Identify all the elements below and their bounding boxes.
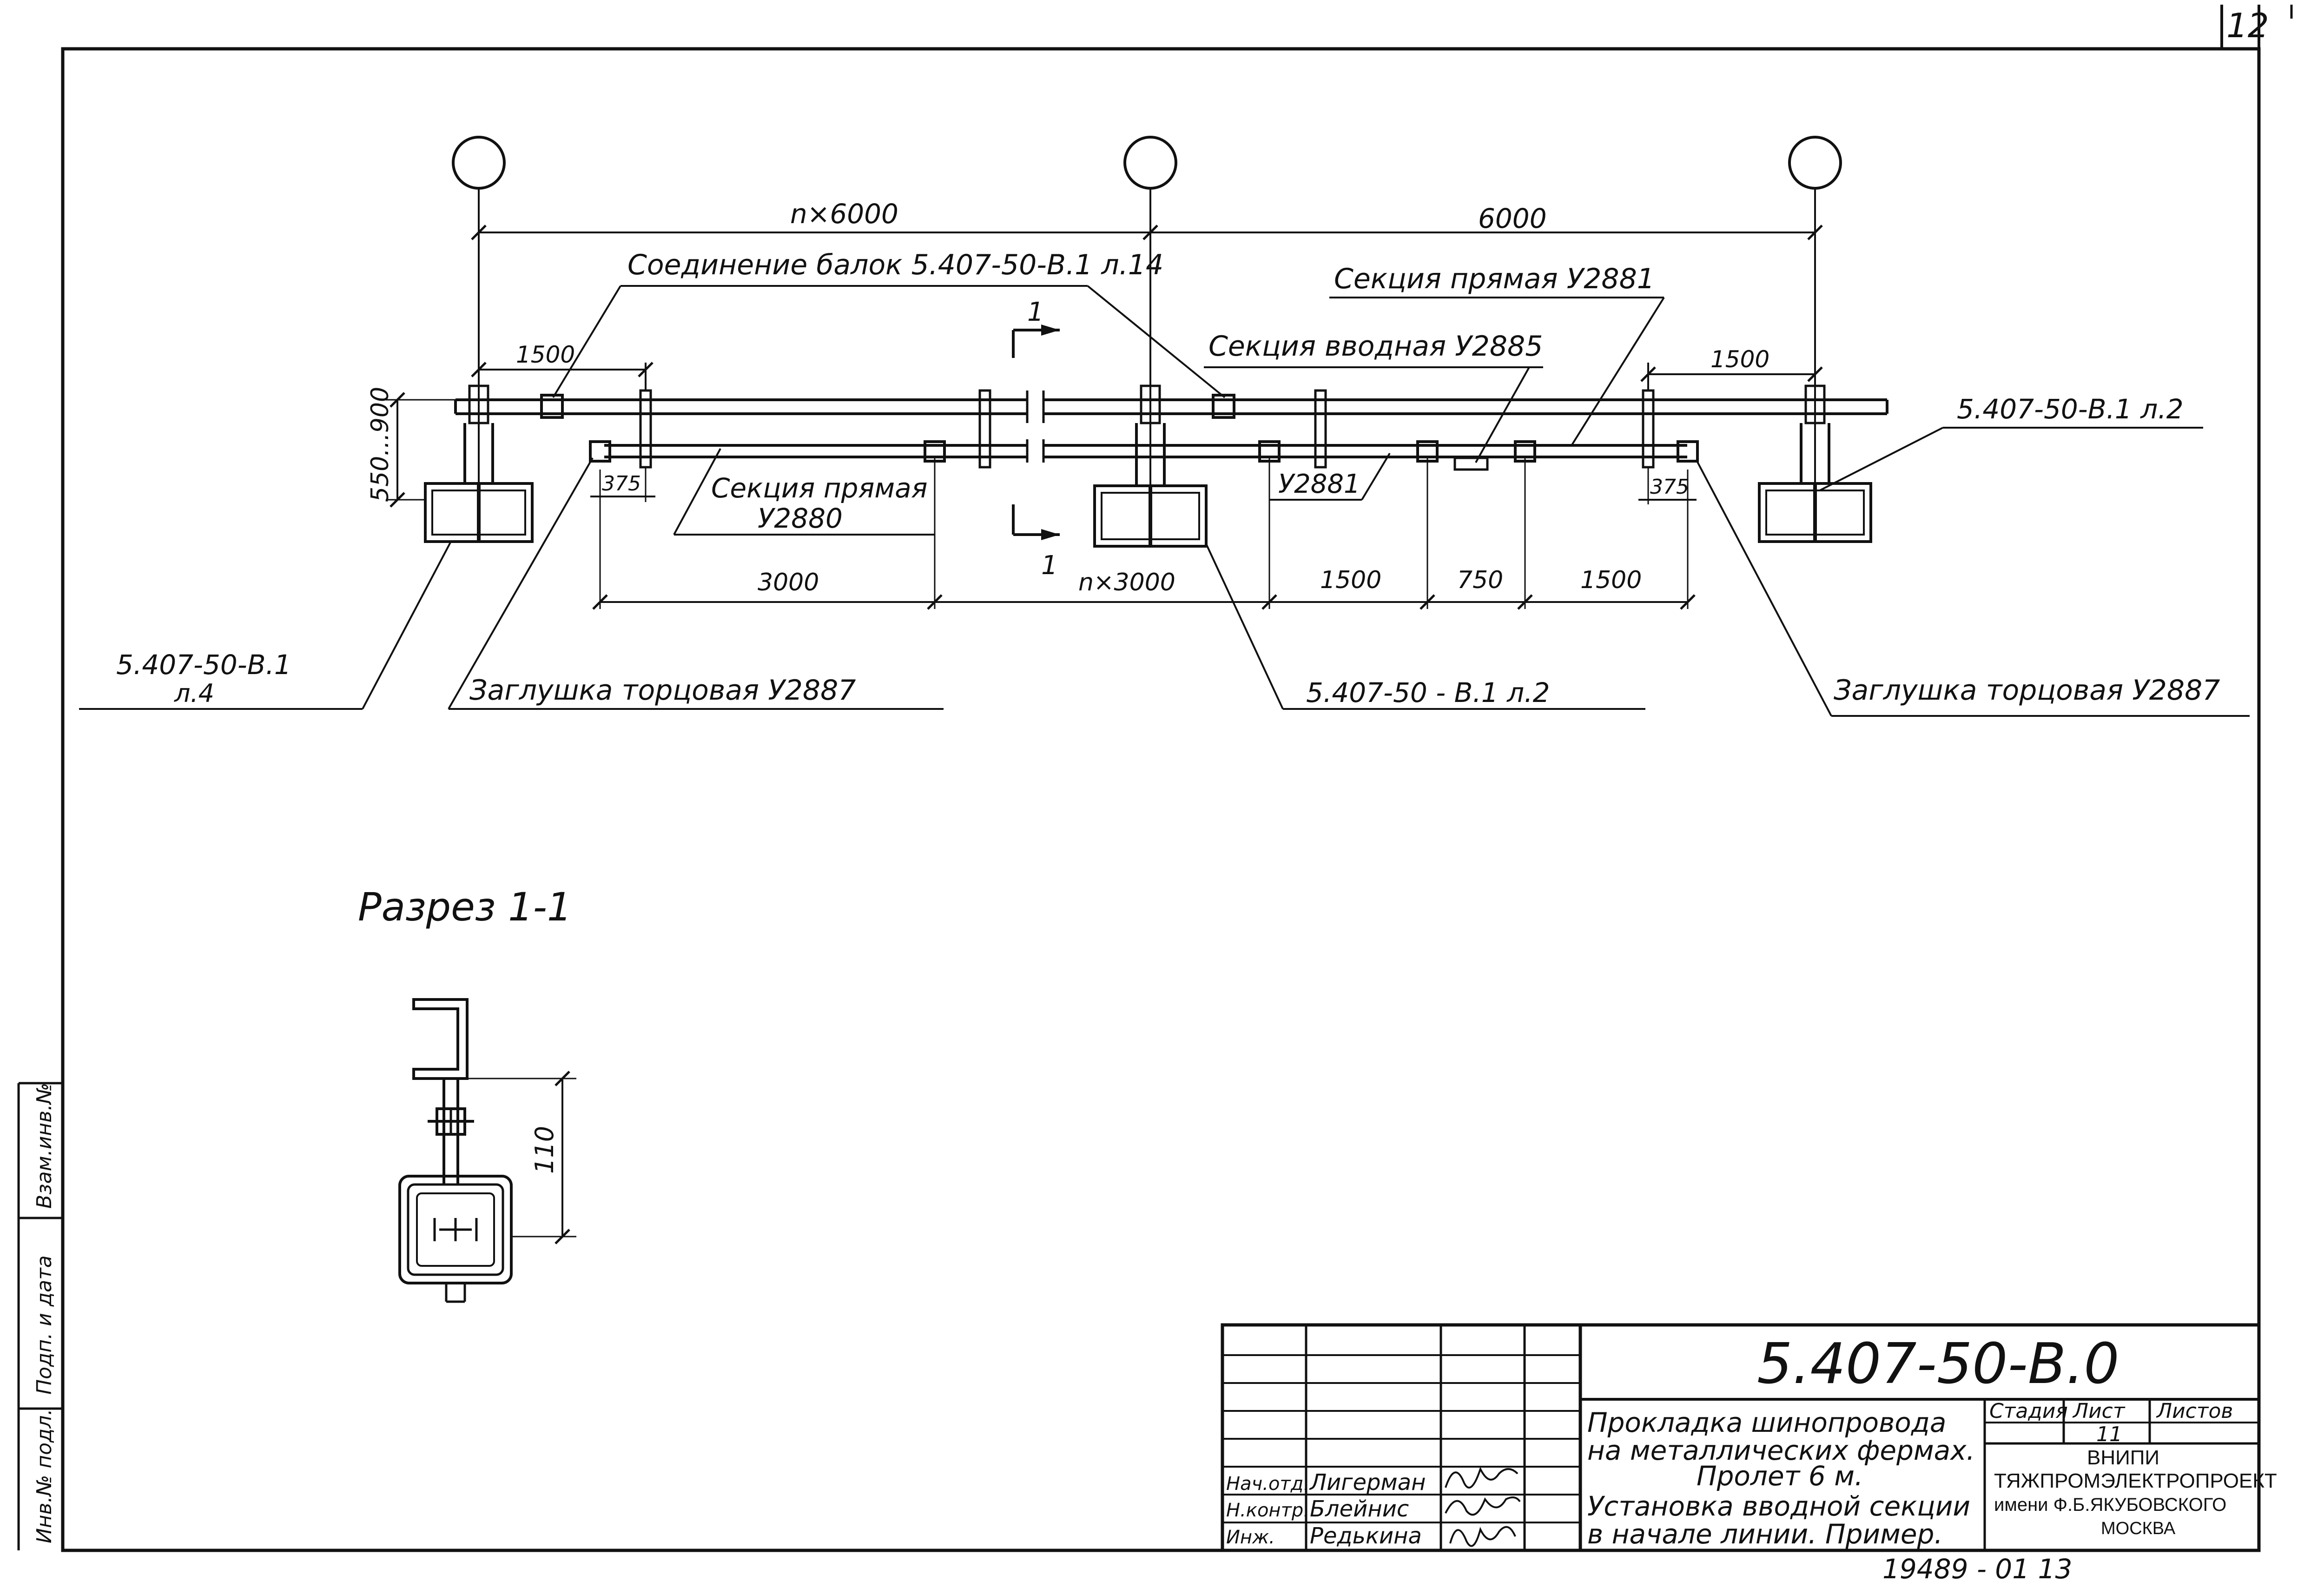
role-1: Нач.отд. xyxy=(1226,1473,1309,1495)
footer-code: 19489 - 01 13 xyxy=(1882,1553,2072,1585)
dim-1500-top: 1500 1500 xyxy=(471,341,1823,382)
label-ref-left-2: л.4 xyxy=(174,679,214,708)
truss-supports xyxy=(424,384,1872,548)
col-sheet: Лист xyxy=(2072,1399,2126,1423)
label-beam-joint: Соединение балок 5.407-50-В.1 л.14 xyxy=(627,249,1163,281)
corner-sheet-number: 12 xyxy=(2226,6,2269,45)
name-3: Редькина xyxy=(1310,1523,1422,1549)
label-end-cap-left: Заглушка торцовая У2887 xyxy=(469,674,856,707)
sheet-frame: 12 xyxy=(61,5,2293,1552)
org-line-3: имени Ф.Б.ЯКУБОВСКОГО xyxy=(1994,1495,2226,1515)
cut-number-top: 1 xyxy=(1027,297,1044,327)
org-line-2: ТЯЖПРОМЭЛЕКТРОПРОЕКТ xyxy=(1994,1469,2277,1492)
label-ref-right-top: 5.407-50-В.1 л.2 xyxy=(1957,393,2184,425)
dim-750: 750 xyxy=(1457,566,1503,594)
side-stamp-1: Инв.№ подл. xyxy=(33,1409,56,1543)
section-cut-markers: 1 1 xyxy=(1012,297,1060,581)
bottom-dimension: 3000 n×3000 1500 750 1500 xyxy=(592,458,1696,610)
section-view: Разрез 1-1 110 xyxy=(358,884,576,1303)
support-beam xyxy=(454,390,1888,423)
label-ref-left-1: 5.407-50-В.1 xyxy=(116,649,291,681)
callout-labels: Соединение балок 5.407-50-В.1 л.14 Секци… xyxy=(116,249,2220,708)
axis-markers xyxy=(452,136,1842,544)
dim-375-right: 375 xyxy=(1650,475,1689,499)
signature-3 xyxy=(1449,1526,1516,1547)
dim-550-900: 550...900 xyxy=(366,387,465,508)
cut-number-bottom: 1 xyxy=(1041,550,1058,581)
side-stamp-3: Взам.инв.№ xyxy=(33,1083,56,1209)
dim-375-left: 375 xyxy=(602,472,641,496)
dim-1500-right: 1500 xyxy=(1710,346,1769,373)
name-1: Лигерман xyxy=(1309,1469,1426,1496)
section-title: Разрез 1-1 xyxy=(358,884,572,930)
title-block: 5.407-50-В.0 Прокладка шинопровода на ме… xyxy=(1221,1323,2277,1552)
dim-1500-left: 1500 xyxy=(516,341,575,368)
role-2: Н.контр. xyxy=(1226,1500,1309,1521)
name-2: Блейнис xyxy=(1310,1496,1409,1522)
doc-code: 5.407-50-В.0 xyxy=(1757,1332,2119,1396)
label-section-straight-top: Секция прямая У2881 xyxy=(1334,263,1655,295)
plan-view: n×6000 6000 xyxy=(79,136,2250,717)
org-line-4: МОСКВА xyxy=(2101,1519,2176,1538)
signature-1 xyxy=(1445,1466,1519,1489)
label-section-straight-left-2: У2880 xyxy=(758,503,843,534)
dim-375: 375 375 xyxy=(590,467,1697,609)
top-dimension: n×6000 6000 xyxy=(471,198,1823,240)
leader-lines xyxy=(79,285,2250,717)
dim-n3000: n×3000 xyxy=(1078,569,1175,596)
title-line-2: на металлических фермах. xyxy=(1587,1435,1975,1466)
dim-n6000: n×6000 xyxy=(790,198,898,230)
dim-3000: 3000 xyxy=(758,569,819,596)
org-line-1: ВНИПИ xyxy=(2087,1446,2159,1469)
label-end-cap-right: Заглушка торцовая У2887 xyxy=(1834,674,2220,707)
side-stamp: Инв.№ подл. Подп. и дата Взам.инв.№ xyxy=(17,1082,63,1550)
col-stage: Стадия xyxy=(1989,1399,2068,1423)
busbar-line xyxy=(589,363,1699,471)
dim-1500-b1: 1500 xyxy=(1320,566,1381,594)
label-section-input: Секция вводная У2885 xyxy=(1208,330,1543,363)
sheet-value: 11 xyxy=(2096,1423,2122,1446)
title-line-5: в начале линии. Пример. xyxy=(1587,1518,1943,1550)
signature-2 xyxy=(1445,1496,1521,1516)
title-line-1: Прокладка шинопровода xyxy=(1587,1407,1946,1438)
side-stamp-2: Подп. и дата xyxy=(33,1255,56,1395)
col-sheets: Листов xyxy=(2156,1399,2233,1423)
role-3: Инж. xyxy=(1226,1527,1275,1548)
dim-6000: 6000 xyxy=(1478,203,1547,234)
dim-550-900-label: 550...900 xyxy=(366,387,394,502)
title-line-4: Установка вводной секции xyxy=(1587,1490,1970,1522)
label-section-straight-left-1: Секция прямая xyxy=(711,472,928,504)
title-line-3: Пролет 6 м. xyxy=(1697,1460,1863,1492)
label-ref-mid: 5.407-50 - В.1 л.2 xyxy=(1306,677,1550,708)
dim-1500-b2: 1500 xyxy=(1580,566,1642,594)
label-u2881: У2881 xyxy=(1278,469,1360,499)
dim-110: 110 xyxy=(530,1126,559,1174)
